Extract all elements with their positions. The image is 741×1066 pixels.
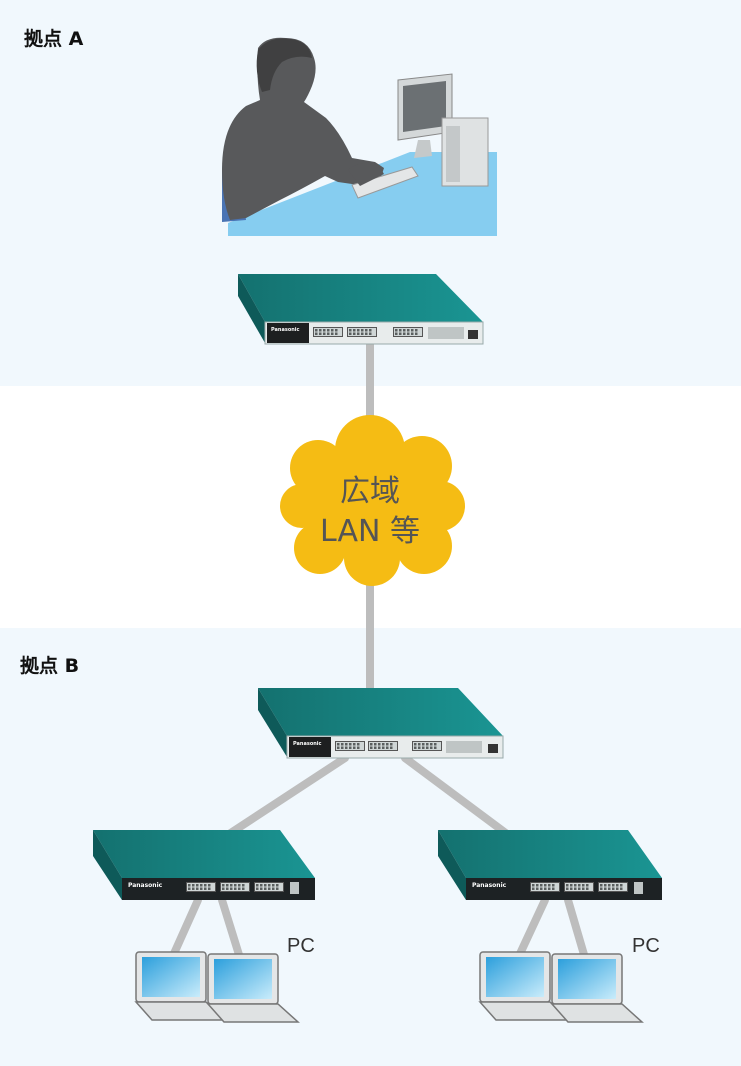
- cable-left-switch-to-pc2: [218, 896, 244, 962]
- cable-core-to-right-switch: [401, 754, 519, 844]
- monitor-screen: [403, 81, 446, 132]
- switch-site-b-left: Panasonic: [93, 830, 315, 900]
- switch-site-b-right: Panasonic: [438, 830, 662, 900]
- monitor-stand: [414, 140, 432, 158]
- switch-site-b-core: Panasonic: [258, 688, 504, 759]
- operator-workstation: [222, 37, 497, 236]
- laptop-right-1: [478, 951, 572, 1021]
- laptop-left-1: [134, 951, 228, 1021]
- cable-right-switch-to-pc1: [514, 896, 549, 962]
- wan-cloud: [280, 415, 465, 586]
- cable-right-switch-to-pc2: [564, 896, 589, 962]
- pc-label-right: PC: [632, 935, 660, 957]
- hands: [348, 162, 384, 186]
- hair: [256, 38, 312, 92]
- svg-text:Panasonic: Panasonic: [271, 327, 300, 333]
- site-b-label: 拠点 B: [20, 655, 80, 677]
- svg-text:Panasonic: Panasonic: [472, 882, 507, 889]
- laptop-right-2: [550, 953, 644, 1023]
- laptop-left-2: [206, 953, 300, 1023]
- svg-text:Panasonic: Panasonic: [128, 882, 163, 889]
- wan-label-line1: 広域: [340, 474, 400, 509]
- switch-site-a: Panasonic: [238, 274, 484, 345]
- cables: [168, 339, 589, 962]
- cable-left-switch-to-pc1: [168, 896, 202, 962]
- cable-core-to-left-switch: [216, 754, 349, 844]
- site-a-label: 拠点 A: [24, 28, 84, 50]
- wan-label-line2: LAN 等: [320, 514, 420, 549]
- pc-label-left: PC: [287, 935, 315, 957]
- wan-label: 広域 LAN 等: [300, 472, 440, 552]
- keyboard: [351, 166, 419, 199]
- svg-text:Panasonic: Panasonic: [293, 741, 322, 747]
